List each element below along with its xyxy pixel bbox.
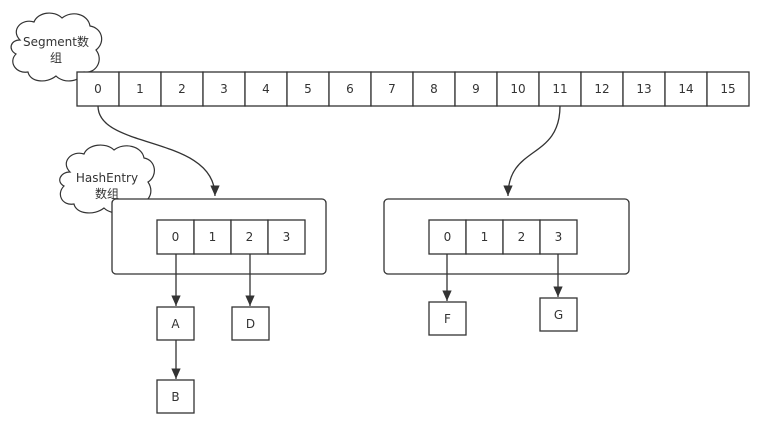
hashentry-left-cell-index: 2 bbox=[246, 230, 254, 244]
segment-cell: 10 bbox=[496, 71, 540, 107]
segment-cell-box bbox=[202, 71, 246, 107]
hashentry-right-cell-index: 1 bbox=[481, 230, 489, 244]
hashentry-right-cell: 0 bbox=[428, 219, 467, 255]
segment-array-label-line1: Segment数 bbox=[23, 34, 89, 49]
segment-cell: 14 bbox=[664, 71, 708, 107]
cloud-shape bbox=[59, 144, 155, 214]
segment-cell: 7 bbox=[370, 71, 414, 107]
hashentry-left-cell-box bbox=[267, 219, 306, 255]
arrow-segment-11-to-hashentry bbox=[503, 105, 561, 197]
segment-cell-index: 5 bbox=[304, 82, 312, 96]
cloud-shape bbox=[10, 12, 103, 82]
hashentry-right-cell: 2 bbox=[502, 219, 541, 255]
segment-cell-index: 1 bbox=[136, 82, 144, 96]
segment-cell-index: 13 bbox=[636, 82, 651, 96]
hashentry-array-right: 0 1 2 3 bbox=[428, 219, 578, 255]
node-g-label: G bbox=[554, 308, 563, 322]
node-a-label: A bbox=[171, 317, 180, 331]
hashentry-right-cell-box bbox=[428, 219, 467, 255]
hashentry-right-cell-box bbox=[465, 219, 504, 255]
hashentry-right-cell: 3 bbox=[539, 219, 578, 255]
segment-cell-box bbox=[454, 71, 498, 107]
hashentry-array-label-line1: HashEntry bbox=[76, 171, 138, 185]
hashentry-array-left: 0 1 2 3 bbox=[156, 219, 306, 255]
hashentry-array-label-line2: 数组 bbox=[95, 186, 119, 201]
segment-array-label-cloud: Segment数 组 bbox=[10, 12, 103, 82]
segment-cell-box bbox=[286, 71, 330, 107]
hashentry-array-label-cloud: HashEntry 数组 bbox=[59, 144, 155, 214]
node-b: B bbox=[156, 379, 195, 414]
node-a: A bbox=[156, 306, 195, 341]
segment-cell-index: 12 bbox=[594, 82, 609, 96]
segment-cell-index: 9 bbox=[472, 82, 480, 96]
node-f-label: F bbox=[444, 312, 451, 326]
node-f: F bbox=[428, 301, 467, 336]
segment-cell-index: 8 bbox=[430, 82, 438, 96]
segment-cell: 0 bbox=[76, 71, 120, 107]
hashentry-right-cell-index: 2 bbox=[518, 230, 526, 244]
segment-cell: 12 bbox=[580, 71, 624, 107]
arrow-segment-0-to-hashentry bbox=[97, 105, 220, 197]
segment-cell: 8 bbox=[412, 71, 456, 107]
segment-cell-box bbox=[664, 71, 708, 107]
segment-cell-box bbox=[538, 71, 582, 107]
hashentry-right-cell-index: 3 bbox=[555, 230, 563, 244]
segment-cell-index: 0 bbox=[94, 82, 102, 96]
hashentry-right-cell-index: 0 bbox=[444, 230, 452, 244]
segment-cell-index: 4 bbox=[262, 82, 270, 96]
segment-cell-box bbox=[160, 71, 204, 107]
hashentry-left-cell: 3 bbox=[267, 219, 306, 255]
segment-array-label-line2: 组 bbox=[50, 51, 62, 65]
segment-cell: 1 bbox=[118, 71, 162, 107]
segment-cell-box bbox=[244, 71, 288, 107]
node-b-label: B bbox=[171, 390, 179, 404]
segment-cell: 11 bbox=[538, 71, 582, 107]
hashentry-right-cell: 1 bbox=[465, 219, 504, 255]
segment-cell: 2 bbox=[160, 71, 204, 107]
segment-cell-index: 14 bbox=[678, 82, 693, 96]
hashentry-left-cell: 0 bbox=[156, 219, 195, 255]
segment-cell-index: 7 bbox=[388, 82, 396, 96]
node-g: G bbox=[539, 297, 578, 332]
segment-cell: 6 bbox=[328, 71, 372, 107]
segment-cell-index: 6 bbox=[346, 82, 354, 96]
segment-cell: 4 bbox=[244, 71, 288, 107]
segment-cell-box bbox=[706, 71, 750, 107]
segment-cell-index: 11 bbox=[552, 82, 567, 96]
hashentry-left-cell: 1 bbox=[193, 219, 232, 255]
segment-cell-index: 3 bbox=[220, 82, 228, 96]
segment-cell: 15 bbox=[706, 71, 750, 107]
segment-cell: 5 bbox=[286, 71, 330, 107]
segment-cell: 9 bbox=[454, 71, 498, 107]
segment-cell-box bbox=[622, 71, 666, 107]
node-d-label: D bbox=[246, 317, 255, 331]
hashentry-left-cell: 2 bbox=[230, 219, 269, 255]
hashentry-left-cell-index: 1 bbox=[209, 230, 217, 244]
segment-cell-index: 15 bbox=[720, 82, 735, 96]
segment-cell-box bbox=[328, 71, 372, 107]
hashentry-left-cell-index: 0 bbox=[172, 230, 180, 244]
segment-cell-box bbox=[118, 71, 162, 107]
segment-cell-index: 10 bbox=[510, 82, 525, 96]
node-d: D bbox=[231, 306, 270, 341]
hashentry-left-cell-index: 3 bbox=[283, 230, 291, 244]
segment-cell-index: 2 bbox=[178, 82, 186, 96]
segment-cell: 3 bbox=[202, 71, 246, 107]
segment-cell: 13 bbox=[622, 71, 666, 107]
hashentry-left-cell-box bbox=[156, 219, 195, 255]
hashentry-left-cell-box bbox=[230, 219, 269, 255]
